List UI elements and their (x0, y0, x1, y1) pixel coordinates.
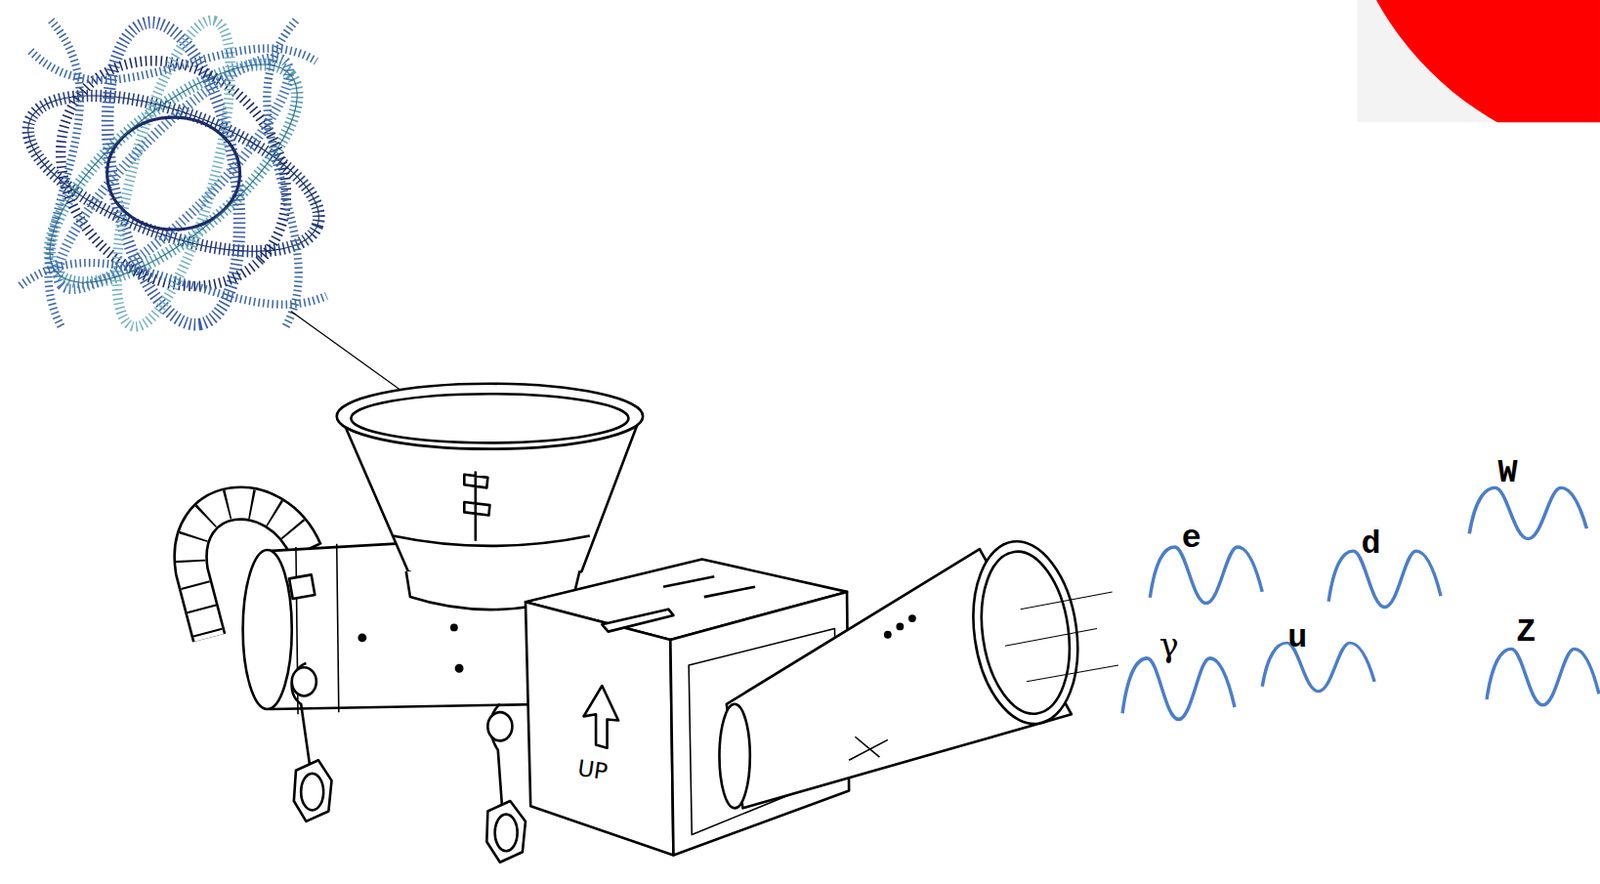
hopper-rim (336, 383, 643, 450)
particle-label: Z (1515, 616, 1536, 649)
rivet (359, 634, 366, 641)
mesh-band (92, 9, 254, 337)
red-circle-photo (1356, 0, 1600, 123)
box-tape (601, 609, 674, 632)
manifold-mesh (8, 9, 338, 337)
box-side (525, 601, 674, 855)
wave-symbol (1149, 547, 1263, 603)
rivet (909, 615, 915, 621)
red-circle (1356, 0, 1600, 123)
particle-waves (1122, 487, 1600, 719)
nozzle-base (718, 704, 750, 809)
particle-label: W (1498, 457, 1518, 490)
rivet (897, 624, 903, 630)
wave-symbol (1122, 658, 1235, 720)
wave-symbol (1469, 487, 1587, 539)
mesh-sheet (20, 20, 327, 327)
wave-symbol (1262, 642, 1375, 692)
leg-ring (292, 667, 317, 696)
wheel (486, 800, 526, 863)
body-latch (289, 574, 315, 599)
hopper-rim-inner (350, 393, 629, 443)
grinder (190, 383, 1119, 863)
particle-label: d (1361, 528, 1382, 561)
rivet (451, 625, 457, 631)
particle-label: γ (1159, 628, 1179, 661)
output-line (1005, 591, 1119, 682)
rivet (456, 665, 463, 672)
nozzle-mouth-inner (971, 546, 1080, 720)
mesh-band (14, 14, 333, 333)
mesh-edge (107, 117, 241, 230)
body-end (243, 549, 293, 710)
nozzle-mouth (962, 534, 1090, 731)
nozzle-mark (848, 736, 888, 760)
leg-ring (487, 712, 512, 741)
box-marking: UP (576, 757, 610, 784)
mesh-edge (8, 63, 338, 284)
rivet (884, 631, 890, 637)
wave-symbol (1486, 648, 1600, 705)
hopper-band (392, 535, 590, 546)
particle-label: e (1181, 522, 1202, 555)
wheel (294, 759, 333, 822)
up-arrow (584, 685, 620, 749)
wheel-hub (300, 773, 324, 811)
particle-label: u (1287, 622, 1307, 655)
box-slot (663, 576, 756, 597)
wave-symbol (1328, 550, 1441, 607)
mesh-edge (16, 28, 331, 319)
wheel-hub (495, 814, 518, 852)
hopper-tag (463, 471, 490, 542)
